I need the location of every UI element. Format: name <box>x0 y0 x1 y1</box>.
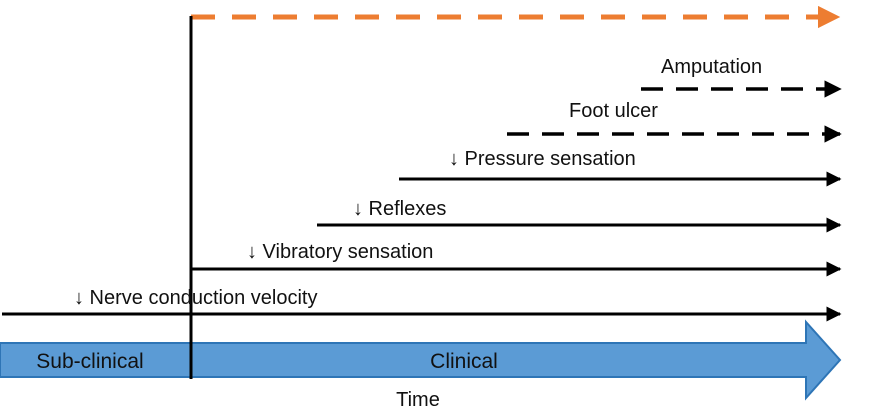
progression-label-amputation: Amputation <box>661 56 762 78</box>
progression-label-nerve-conduction: ↓ Nerve conduction velocity <box>74 287 317 309</box>
time-arrow <box>0 319 842 401</box>
progression-label-vibratory: ↓ Vibratory sensation <box>247 241 433 263</box>
phase-label-clinical: Clinical <box>430 350 498 373</box>
progression-label-foot-ulcer: Foot ulcer <box>569 100 658 122</box>
phase-label-subclinical: Sub-clinical <box>36 350 143 373</box>
time-axis-label: Time <box>396 389 440 411</box>
progression-label-pressure: ↓ Pressure sensation <box>449 148 636 170</box>
progression-label-reflexes: ↓ Reflexes <box>353 198 446 220</box>
